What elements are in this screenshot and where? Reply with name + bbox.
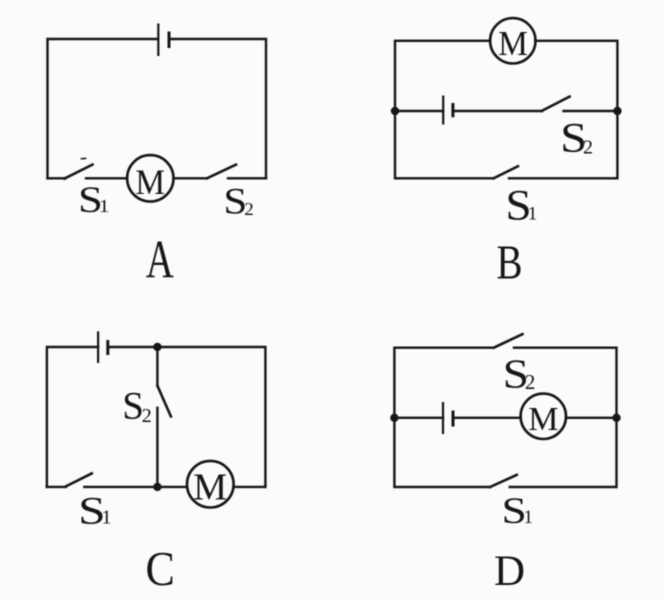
svg-text:S: S — [223, 182, 247, 223]
svg-text:2: 2 — [583, 137, 593, 159]
svg-text:1: 1 — [524, 507, 534, 528]
svg-text:S: S — [78, 180, 103, 221]
svg-text:S: S — [78, 489, 106, 532]
svg-text:2: 2 — [525, 370, 536, 394]
svg-text:D: D — [494, 548, 525, 595]
svg-text:C: C — [146, 541, 175, 596]
svg-text:M: M — [135, 162, 165, 202]
svg-text:S: S — [505, 182, 531, 229]
svg-text:2: 2 — [142, 405, 152, 427]
svg-text:2: 2 — [244, 199, 254, 219]
svg-text:S: S — [503, 351, 529, 397]
svg-text:1: 1 — [528, 203, 538, 224]
svg-text:1: 1 — [102, 506, 112, 528]
svg-text:M: M — [498, 24, 528, 63]
svg-text:A: A — [146, 229, 174, 289]
svg-text:1: 1 — [99, 196, 110, 216]
svg-text:S: S — [502, 491, 527, 532]
svg-text:S: S — [560, 116, 587, 162]
svg-text:M: M — [193, 466, 227, 508]
svg-text:M: M — [528, 401, 558, 438]
svg-text:B: B — [497, 234, 523, 289]
svg-text:S: S — [122, 385, 144, 428]
